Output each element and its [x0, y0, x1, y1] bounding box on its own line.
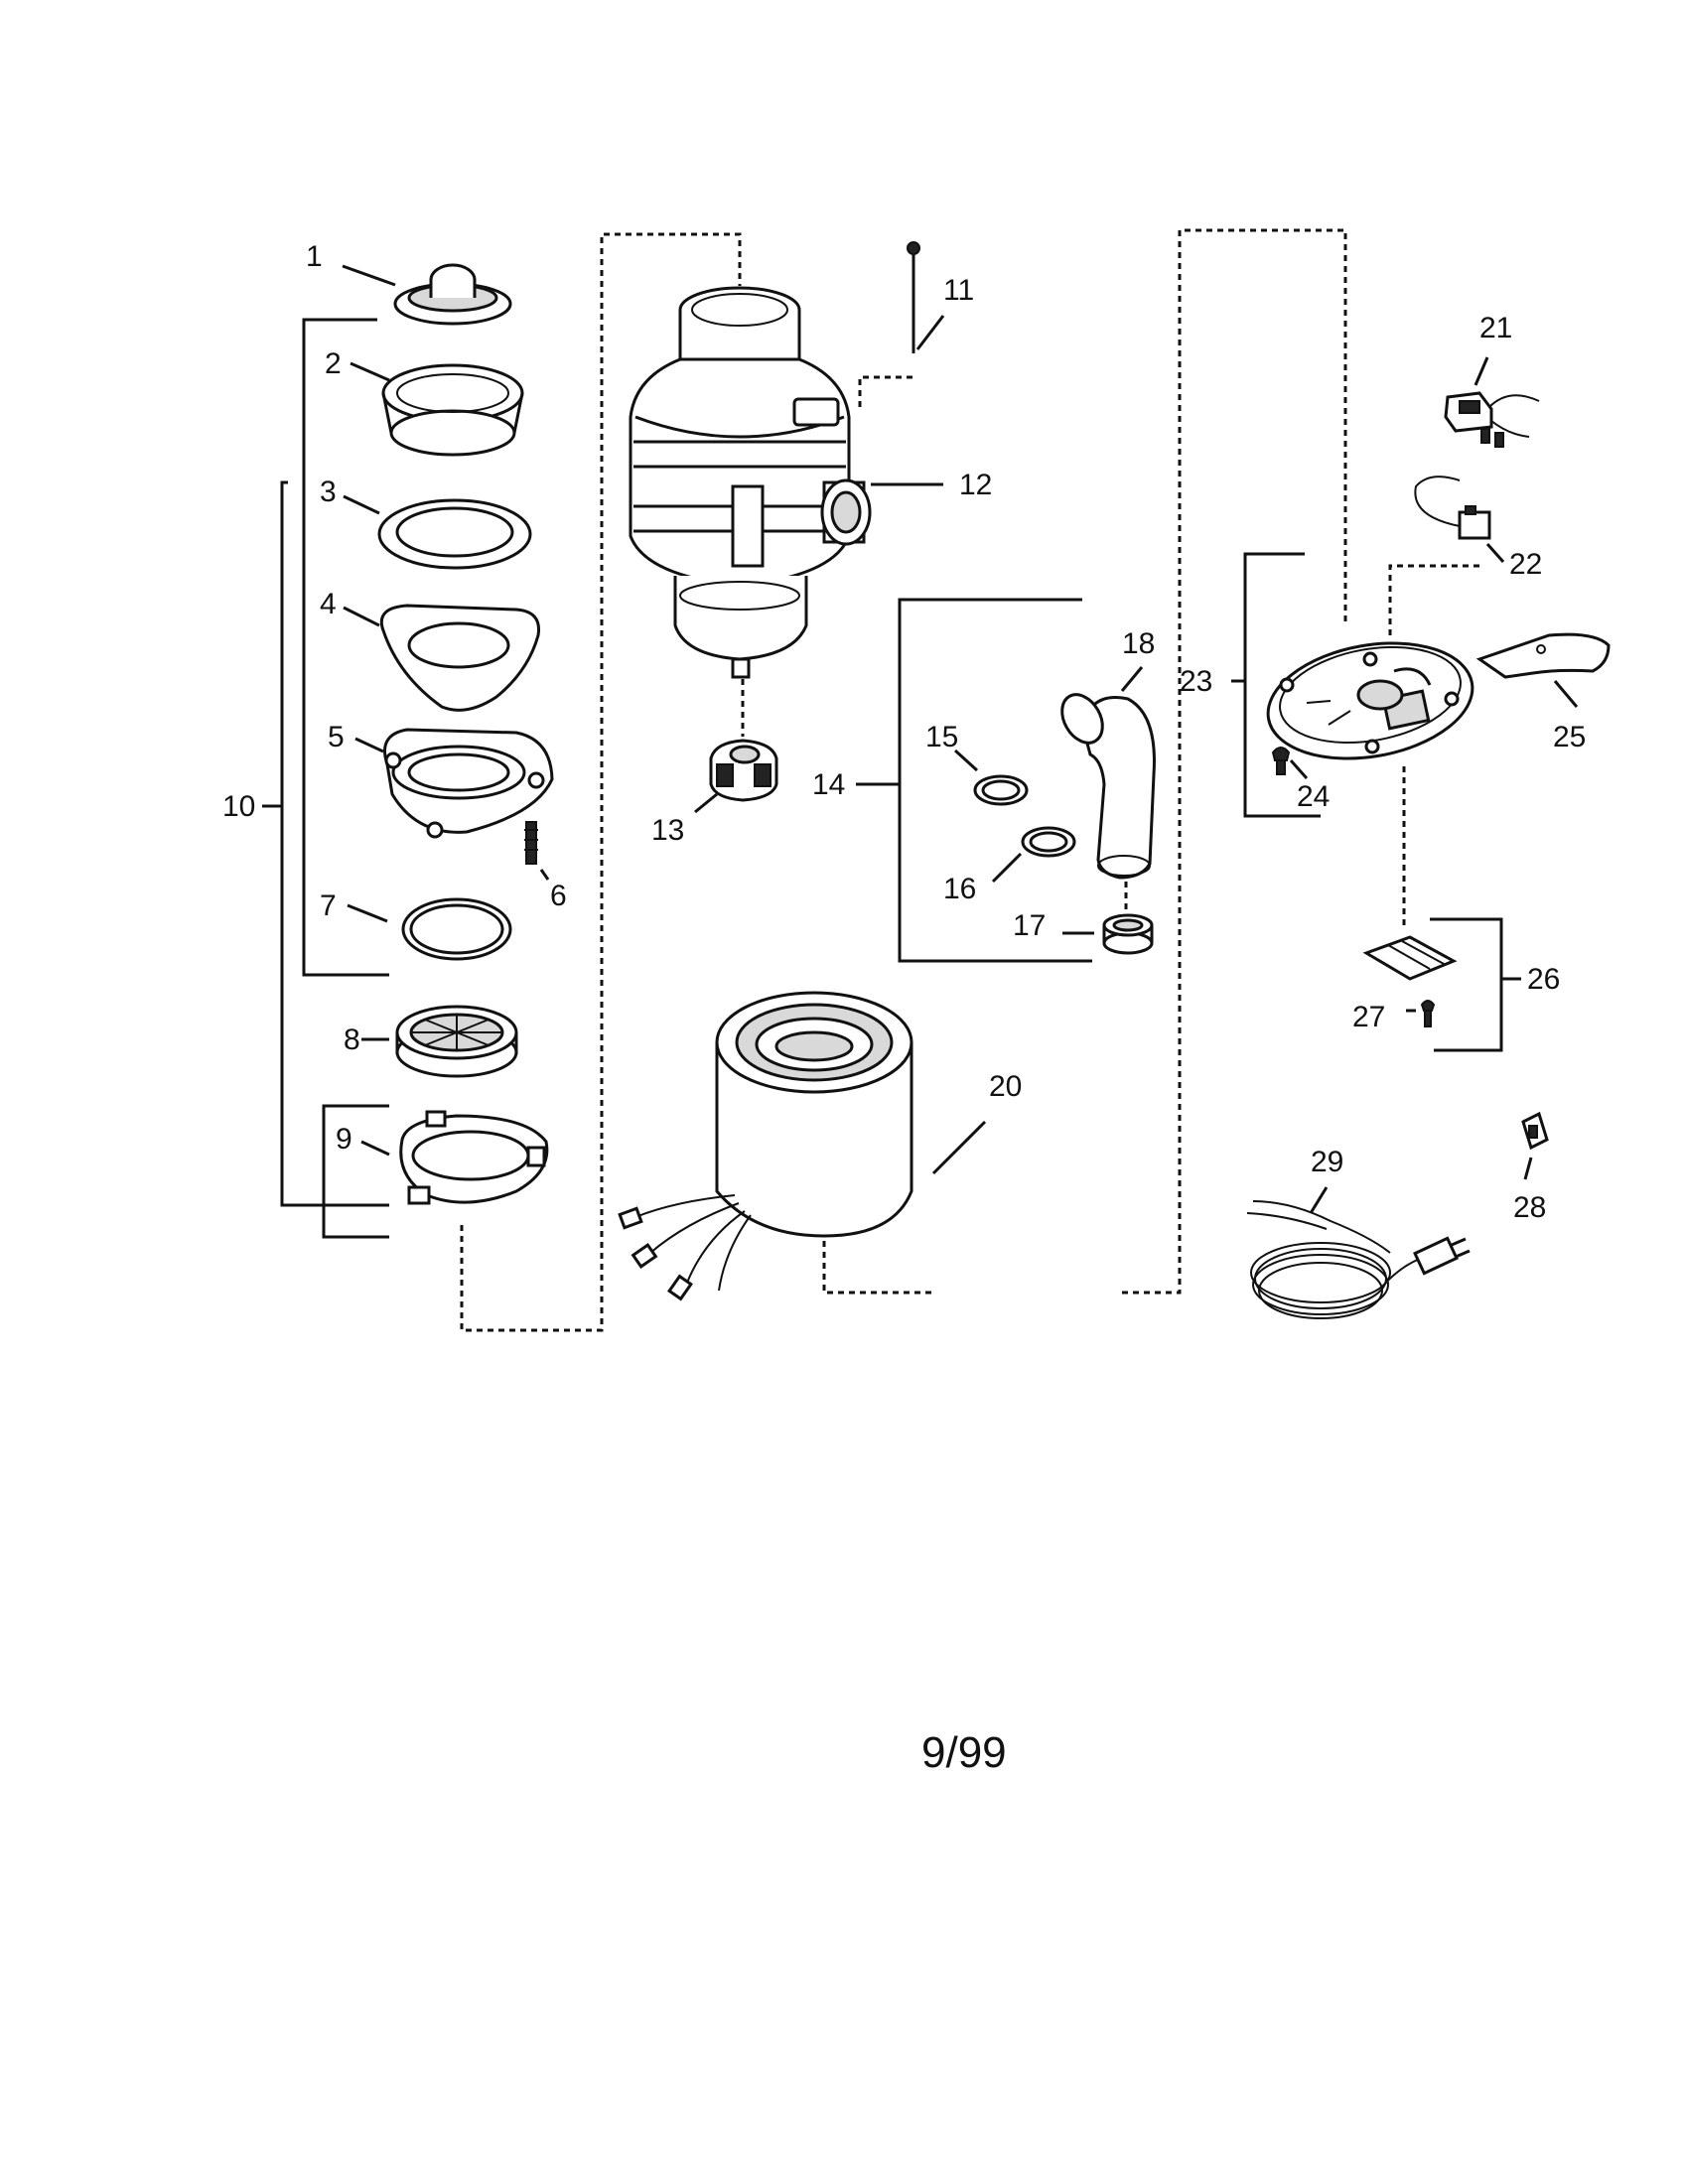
connector-dashed-right [1122, 228, 1347, 1295]
callout-13: 13 [651, 814, 684, 847]
part-29-power-cord [1246, 1200, 1471, 1319]
callout-11: 11 [943, 274, 974, 307]
connector-dashed-22 [1388, 564, 1479, 635]
callout-16: 16 [943, 873, 976, 905]
callout-17: 17 [1013, 909, 1046, 942]
part-21-switch [1444, 391, 1540, 448]
callout-12: 12 [959, 469, 992, 501]
callout-28: 28 [1513, 1191, 1546, 1224]
part-24-screw [1271, 747, 1291, 775]
callout-18: 18 [1122, 627, 1155, 660]
part-27-screw [1420, 1000, 1436, 1027]
connector-dashed-motor [822, 1241, 933, 1295]
part-16-washer [1021, 826, 1076, 858]
bracket-10-group [262, 318, 389, 1239]
revision-date: 9/99 [921, 1728, 1007, 1777]
callout-26: 26 [1527, 963, 1560, 996]
callout-10: 10 [222, 790, 255, 823]
part-8-baffle [395, 1005, 518, 1078]
callout-2: 2 [325, 347, 342, 380]
part-23-bottom-plate [1266, 641, 1474, 760]
part-26-access-cover [1362, 935, 1458, 981]
bracket-26-group [1430, 917, 1521, 1052]
callout-23: 23 [1180, 665, 1212, 698]
part-15-washer [973, 774, 1029, 806]
part-3-gasket [377, 498, 532, 570]
callout-21: 21 [1479, 312, 1512, 344]
part-28-wire-connector [1521, 1111, 1549, 1151]
part-2-sink-flange [381, 363, 524, 457]
callout-5: 5 [328, 721, 345, 753]
connector-dashed-rod [858, 375, 913, 407]
callout-22: 22 [1509, 548, 1542, 581]
part-7-snap-ring [401, 897, 512, 961]
part-22-connector [1414, 476, 1491, 540]
part-20-motor-stator [618, 991, 913, 1301]
callout-15: 15 [925, 721, 958, 753]
callout-24: 24 [1297, 780, 1330, 813]
callout-25: 25 [1553, 721, 1586, 753]
callout-3: 3 [320, 476, 337, 508]
connector-dashed-left [460, 232, 742, 1332]
callout-29: 29 [1311, 1146, 1343, 1178]
callout-27: 27 [1352, 1001, 1385, 1033]
part-1-stopper [393, 263, 512, 326]
part-11-rod [907, 241, 920, 353]
callout-8: 8 [344, 1024, 360, 1056]
callout-14: 14 [812, 768, 845, 801]
part-12-upper-housing [629, 286, 872, 679]
part-9-support-ring [399, 1110, 549, 1205]
part-13-coupling [709, 739, 778, 802]
callout-6: 6 [550, 880, 567, 912]
part-17-nut [1102, 913, 1154, 955]
callout-1: 1 [306, 240, 323, 273]
bracket-23-group [1231, 552, 1321, 818]
callout-4: 4 [320, 588, 337, 620]
part-18-discharge-elbow [1060, 693, 1156, 880]
callout-20: 20 [989, 1070, 1022, 1103]
part-25-cover [1475, 632, 1611, 679]
bracket-14-group [856, 598, 1092, 963]
callout-9: 9 [336, 1123, 352, 1156]
callout-7: 7 [320, 889, 337, 922]
part-5-mounting-ring [383, 728, 554, 839]
part-4-backup-flange [379, 604, 541, 712]
part-6-screw [524, 821, 538, 865]
